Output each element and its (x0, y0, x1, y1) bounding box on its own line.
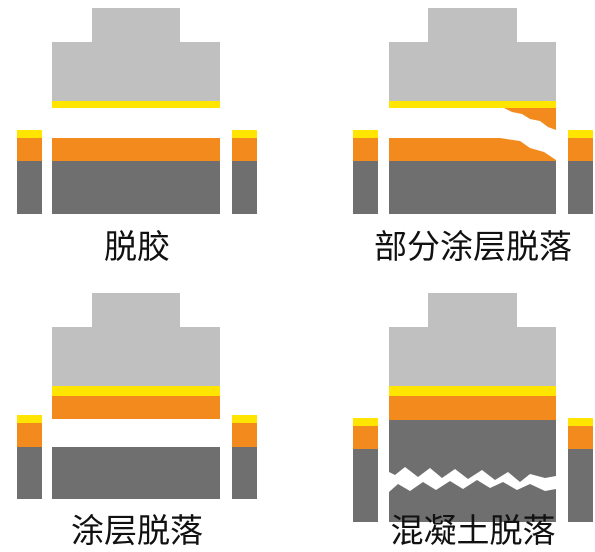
detached-coating-fragment (504, 108, 556, 130)
puller-dolly (52, 293, 220, 386)
left-substrate (17, 161, 42, 214)
left-coating (17, 138, 42, 161)
adhesive-layer-on-dolly (52, 101, 220, 108)
left-substrate (17, 447, 42, 499)
detached-concrete-chunk (389, 420, 556, 482)
right-substrate (568, 161, 593, 214)
right-adhesive-strip (232, 415, 257, 423)
detached-coating-layer (52, 396, 220, 419)
substrate (389, 161, 556, 214)
right-adhesive-strip (568, 130, 593, 138)
panel-caption: 部分涂层脱落 (374, 227, 572, 266)
left-coating (353, 426, 378, 449)
puller-dolly (389, 293, 556, 386)
panel-partial-coating-spalling: 部分涂层脱落 (353, 8, 593, 266)
panel-debonding: 脱胶 (17, 8, 257, 266)
detached-coating-layer (389, 396, 556, 420)
left-adhesive-strip (17, 130, 42, 138)
left-adhesive-strip (353, 130, 378, 138)
remaining-substrate (389, 480, 556, 522)
right-coating (568, 426, 593, 449)
left-coating (17, 423, 42, 447)
left-coating (353, 138, 378, 161)
left-substrate (353, 161, 378, 214)
right-coating (568, 138, 593, 161)
puller-dolly (52, 8, 220, 101)
left-adhesive-strip (17, 415, 42, 423)
right-coating (232, 138, 257, 161)
coating-layer (52, 138, 220, 161)
panel-concrete-spalling: 混凝土脱落 (353, 293, 593, 550)
panel-caption: 涂层脱落 (71, 511, 203, 550)
adhesive-layer-on-dolly (52, 386, 220, 396)
puller-dolly (389, 8, 556, 101)
right-substrate (568, 449, 593, 522)
right-adhesive-strip (232, 130, 257, 138)
left-substrate (353, 449, 378, 522)
substrate (52, 161, 220, 214)
right-substrate (232, 161, 257, 214)
right-substrate (232, 447, 257, 499)
adhesive-layer-on-dolly (389, 101, 556, 108)
adhesive-layer-on-dolly (389, 386, 556, 396)
panel-caption: 脱胶 (104, 227, 170, 266)
right-coating (232, 423, 257, 447)
left-adhesive-strip (353, 418, 378, 426)
remaining-coating-layer (389, 138, 556, 161)
substrate (52, 447, 220, 499)
panel-coating-spalling: 涂层脱落 (17, 293, 257, 550)
right-adhesive-strip (568, 418, 593, 426)
panel-caption: 混凝土脱落 (391, 511, 556, 550)
